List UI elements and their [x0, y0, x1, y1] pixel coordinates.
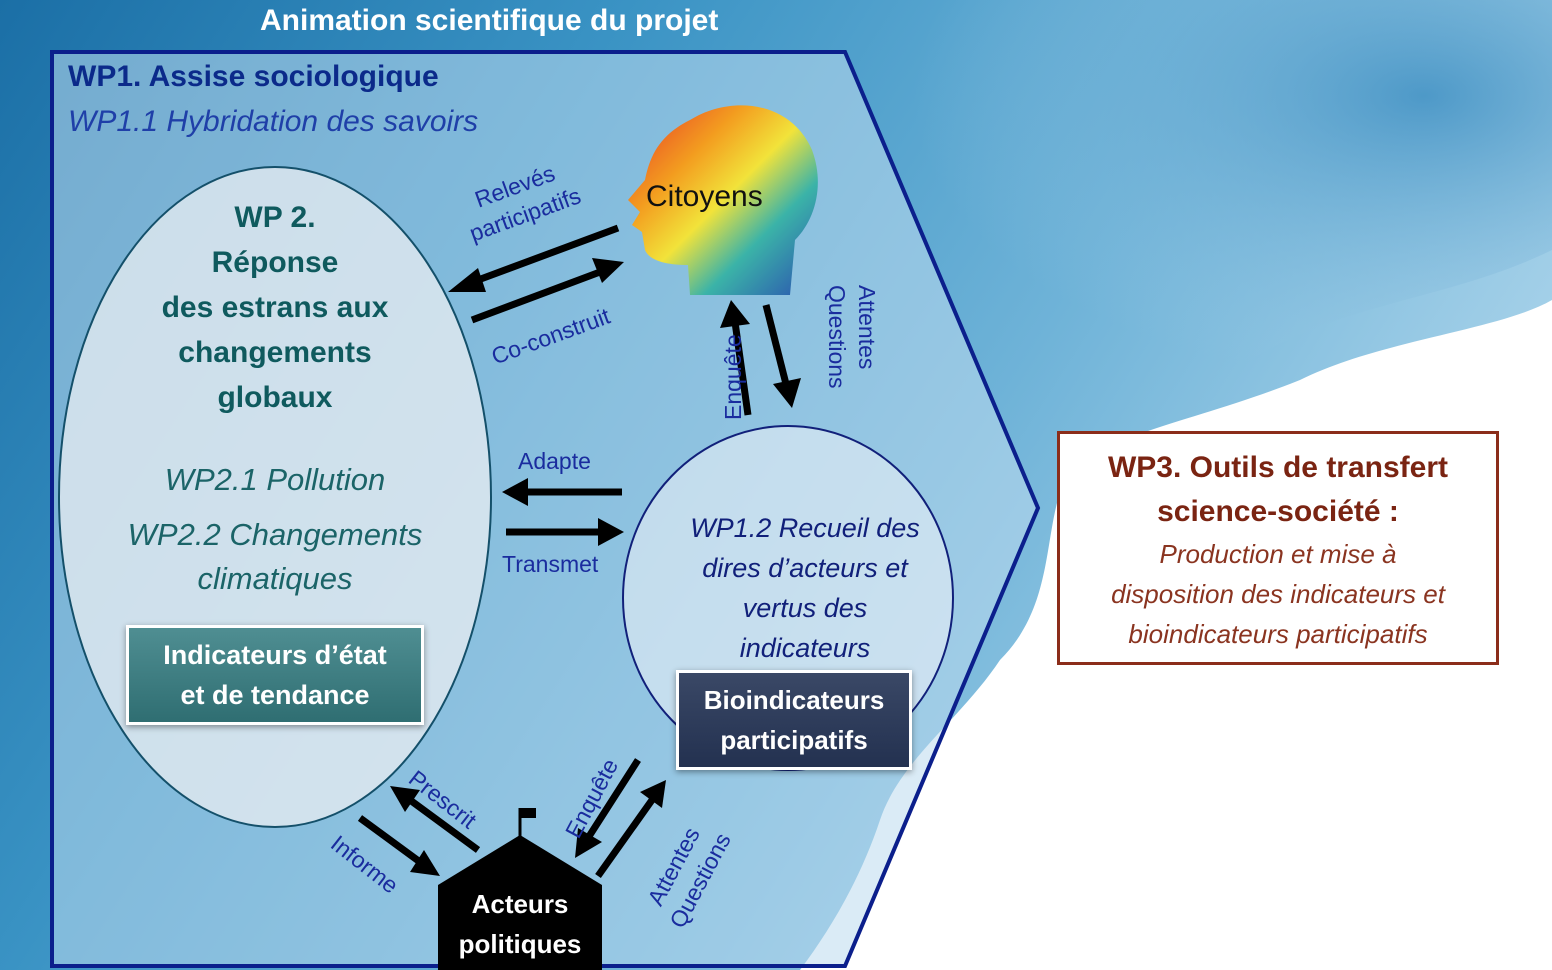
enquete-top-label: Enquête — [720, 334, 746, 420]
state-indicators-line: Indicateurs d’état — [163, 640, 387, 670]
wp22-line: climatiques — [197, 561, 353, 596]
attentes-top-label: Attentes Questions — [822, 285, 882, 389]
wp3-description: Production et mise à disposition des ind… — [1060, 534, 1496, 654]
wp2-heading-line: WP 2. — [234, 201, 316, 234]
arrow-releves — [448, 224, 620, 292]
wp1-heading: WP1. Assise sociologique — [68, 60, 439, 93]
arrow-transmet — [506, 518, 624, 546]
arrow-coconstruit — [470, 258, 624, 324]
political-building-icon — [438, 808, 602, 970]
state-indicators-box: Indicateurs d’état et de tendance — [126, 625, 424, 725]
wp22-line: WP2.2 Changements — [127, 517, 423, 552]
arrow-informe — [357, 815, 440, 876]
wp3-heading-line: science-société : — [1157, 495, 1399, 528]
wp21-label: WP2.1 Pollution — [164, 462, 386, 497]
wp3-box: WP3. Outils de transfert science-société… — [1057, 431, 1499, 665]
arrow-attentes-bottom — [595, 780, 666, 879]
wp12-line: indicateurs — [739, 633, 871, 663]
arrow-enquete-top — [720, 300, 752, 416]
arrow-enquete-bottom — [575, 758, 641, 858]
wp12-line: dires d’acteurs et — [702, 553, 908, 583]
adapte-label: Adapte — [518, 448, 591, 474]
page-title: Animation scientifique du projet — [260, 4, 719, 37]
attentes-top-line: Attentes — [854, 285, 880, 370]
actors-label: Acteurs politiques — [440, 884, 600, 964]
wp3-heading: WP3. Outils de transfert science-société… — [1060, 446, 1496, 534]
wp11-subheading: WP1.1 Hybridation des savoirs — [68, 105, 479, 138]
arrow-prescrit — [390, 786, 481, 853]
wp2-heading-line: Réponse — [211, 246, 339, 279]
wp3-heading-line: WP3. Outils de transfert — [1107, 451, 1449, 484]
wp12-line: WP1.2 Recueil des — [690, 513, 920, 543]
actors-line: Acteurs — [471, 889, 569, 919]
wp3-desc-line: Production et mise à — [1159, 539, 1397, 569]
citizens-label: Citoyens — [646, 180, 763, 213]
transmet-label: Transmet — [502, 551, 599, 577]
bioindicators-line: participatifs — [720, 725, 868, 755]
bioindicators-line: Bioindicateurs — [703, 685, 885, 715]
wp12-line: vertus des — [742, 593, 868, 623]
wp12-label: WP1.2 Recueil des dires d’acteurs et ver… — [660, 508, 950, 668]
attentes-top-line: Questions — [824, 285, 850, 389]
wp3-desc-line: disposition des indicateurs et — [1111, 579, 1445, 609]
arrow-adapte — [502, 478, 622, 506]
state-indicators-line: et de tendance — [180, 680, 370, 710]
actors-line: politiques — [458, 929, 582, 959]
wp2-heading-line: changements — [178, 336, 372, 369]
arrow-attentes-top — [762, 304, 801, 408]
wp2-heading: WP 2. Réponse des estrans aux changement… — [100, 195, 450, 420]
wp3-desc-line: bioindicateurs participatifs — [1128, 619, 1428, 649]
citizen-head-icon — [628, 105, 818, 295]
wp2-heading-line: des estrans aux — [161, 291, 389, 324]
bioindicators-box: Bioindicateurs participatifs — [676, 670, 912, 770]
wp22-label: WP2.2 Changements climatiques — [90, 513, 460, 601]
wp2-heading-line: globaux — [217, 381, 333, 414]
